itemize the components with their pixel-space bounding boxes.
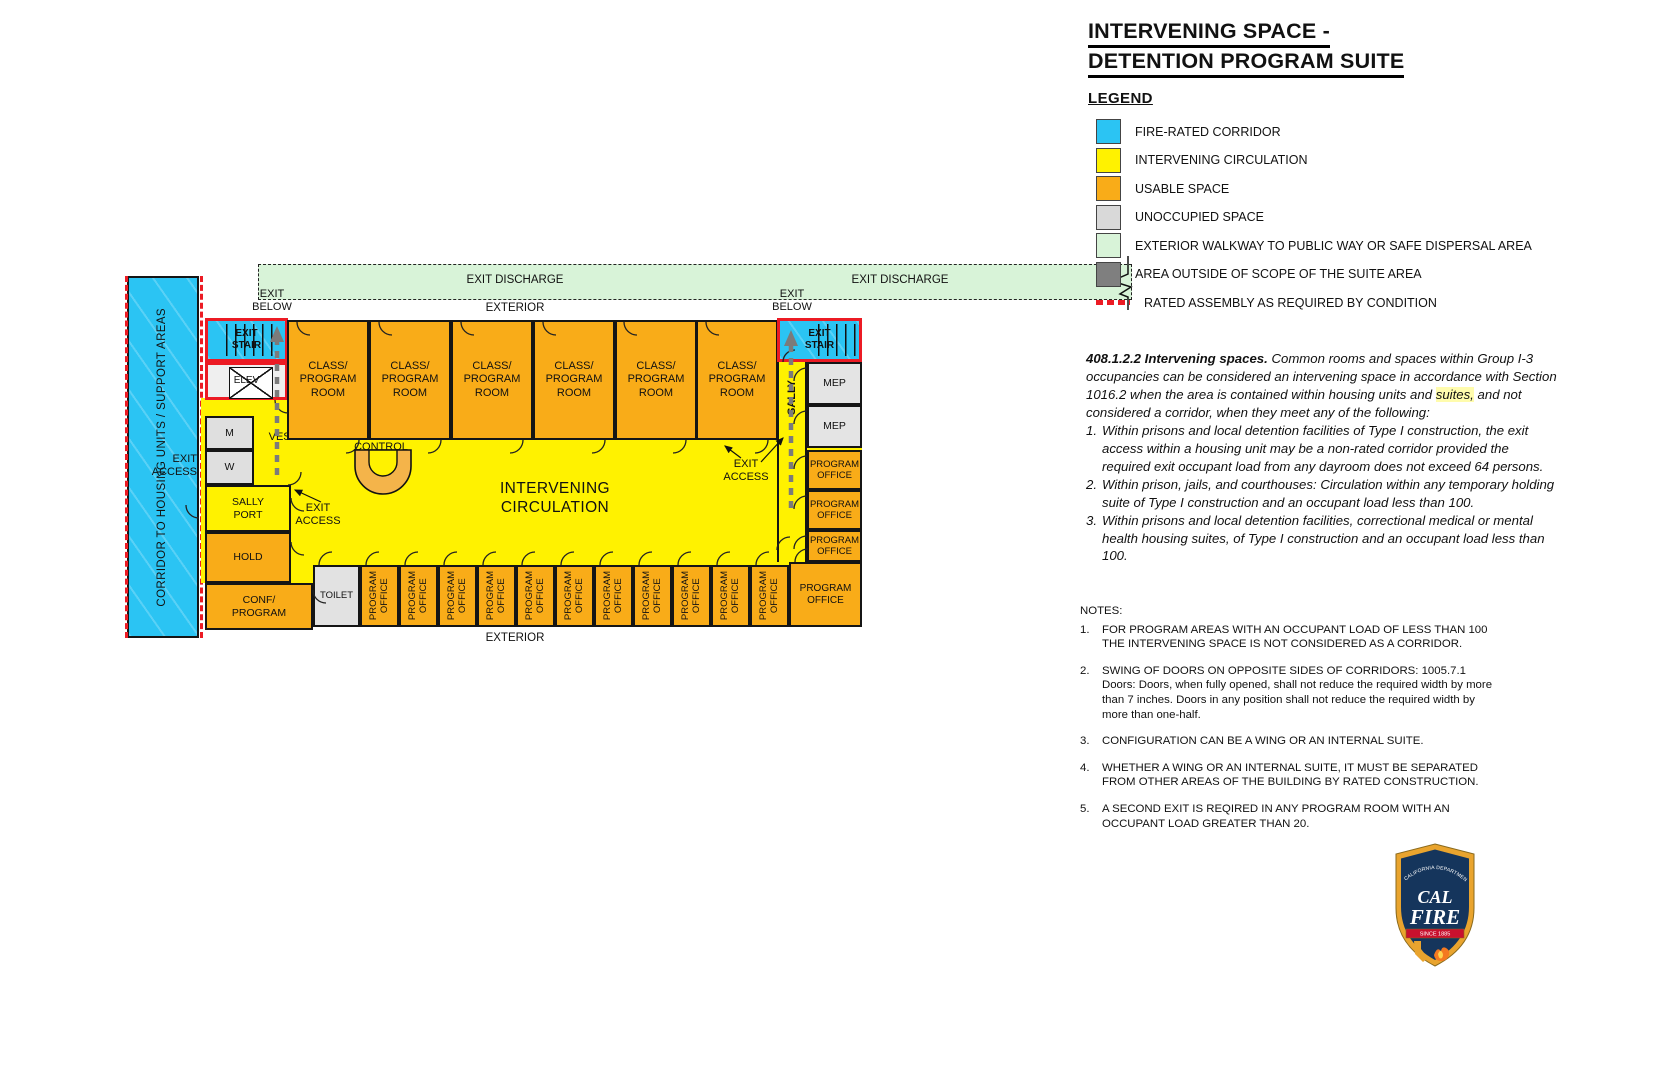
room-class-program-3: CLASS/ PROGRAM ROOM [451,320,533,440]
room-men: M [205,416,254,450]
room-class-program-5: CLASS/ PROGRAM ROOM [615,320,697,440]
stair-treads-right [818,324,860,356]
logo-since-text: SINCE 1885 [1420,932,1451,938]
swatch-walkway [1096,233,1121,258]
notes-section: NOTES: FOR PROGRAM AREAS WITH AN OCCUPAN… [1080,604,1500,843]
swatch-rated-assembly [1096,300,1130,305]
page-title: INTERVENING SPACE - DETENTION PROGRAM SU… [1088,18,1405,79]
title-line-1: INTERVENING SPACE - [1088,18,1330,49]
sally-label: SALLY [785,380,798,416]
corridor-sally: SALLY [777,362,807,562]
title-line-2: DETENTION PROGRAM SUITE [1088,48,1405,79]
note-2: SWING OF DOORS ON OPPOSITE SIDES OF CORR… [1080,664,1493,721]
room-program-office-5: PROGRAM OFFICE [516,565,555,627]
swatch-unoccupied [1096,204,1121,230]
room-hold: HOLD [205,532,291,583]
floor-plan: EXIT DISCHARGE EXIT DISCHARGE EXIT BELOW… [125,250,1145,650]
room-sally-port: SALLY PORT [205,485,291,532]
exit-access-left-label: EXIT ACCESS [151,453,197,479]
legend-item-fire-rated: FIRE-RATED CORRIDOR [1096,119,1532,144]
room-class-program-2: CLASS/ PROGRAM ROOM [369,320,451,440]
code-conditions-list: Within prisons and local detention facil… [1086,422,1560,566]
logo-ribbon [1405,928,1465,939]
room-program-office-7: PROGRAM OFFICE [594,565,633,627]
note-3: CONFIGURATION CAN BE A WING OR AN INTERN… [1080,734,1424,748]
code-condition-2: Within prison, jails, and courthouses: C… [1086,476,1555,510]
exit-below-left-label: EXIT BELOW [252,288,292,314]
exterior-bottom-label: EXTERIOR [485,632,545,644]
exit-discharge-band [258,264,1132,300]
intervening-circulation-label: INTERVENING CIRCULATION [499,480,611,516]
room-women: W [205,450,254,485]
room-program-office-wide: PROGRAM OFFICE [789,562,862,627]
logo-flame-highlight [1438,950,1443,959]
exit-discharge-label-1: EXIT DISCHARGE [466,274,564,286]
legend-item-rated-assembly: RATED ASSEMBLY AS REQUIRED BY CONDITION [1096,291,1532,314]
room-toilet: TOILET [313,565,360,627]
room-program-office-r2: PROGRAM OFFICE [807,490,862,530]
notes-heading: NOTES: [1080,605,1123,617]
notes-list: FOR PROGRAM AREAS WITH AN OCCUPANT LOAD … [1080,623,1500,832]
exit-below-right-label: EXIT BELOW [772,288,812,314]
room-program-office-9: PROGRAM OFFICE [672,565,711,627]
elevator-label: ELEV [233,375,260,386]
exit-access-center-label: EXIT ACCESS [295,502,341,528]
note-4: WHETHER A WING OR AN INTERNAL SUITE, IT … [1080,761,1479,789]
room-mep-1: MEP [807,362,862,405]
room-program-office-r1: PROGRAM OFFICE [807,450,862,490]
room-program-office-3: PROGRAM OFFICE [438,565,477,627]
room-program-office-11: PROGRAM OFFICE [750,565,789,627]
room-class-program-6: CLASS/ PROGRAM ROOM [696,320,778,440]
room-program-office-8: PROGRAM OFFICE [633,565,672,627]
room-program-office-2: PROGRAM OFFICE [399,565,438,627]
swatch-outside-scope [1096,261,1121,287]
room-mep-2: MEP [807,405,862,448]
code-condition-1: Within prisons and local detention facil… [1086,422,1544,474]
legend-item-outside-scope: AREA OUTSIDE OF SCOPE OF THE SUITE AREA [1096,261,1532,287]
room-program-office-r3: PROGRAM OFFICE [807,530,862,562]
swatch-fire-rated [1096,119,1121,144]
logo-cal-text: CAL [1417,887,1452,907]
calfire-logo: CALIFORNIA DEPARTMENT OF FORESTRY & FIRE… [1388,838,1480,970]
room-program-office-10: PROGRAM OFFICE [711,565,750,627]
legend-item-usable: USABLE SPACE [1096,176,1532,201]
code-excerpt: 408.1.2.2 Intervening spaces. Common roo… [1086,350,1560,565]
room-program-office-4: PROGRAM OFFICE [477,565,516,627]
room-class-program-4: CLASS/ PROGRAM ROOM [533,320,615,440]
code-condition-3: Within prisons and local detention facil… [1086,512,1545,564]
room-elevator: ELEV [205,362,288,400]
room-class-program-1: CLASS/ PROGRAM ROOM [287,320,369,440]
rated-assembly-line-left [125,276,128,638]
legend-heading: LEGEND [1088,90,1153,107]
exterior-top-label: EXTERIOR [485,302,545,314]
exit-access-right-label: EXIT ACCESS [723,458,769,484]
room-conf-program: CONF/ PROGRAM [205,583,313,630]
room-program-office-6: PROGRAM OFFICE [555,565,594,627]
legend-item-unoccupied: UNOCCUPIED SPACE [1096,204,1532,230]
control-label: CONTROL [354,441,408,453]
swatch-circulation [1096,147,1121,173]
note-5: A SECOND EXIT IS REQIRED IN ANY PROGRAM … [1080,802,1450,830]
legend: FIRE-RATED CORRIDOR INTERVENING CIRCULAT… [1096,119,1532,314]
swatch-usable [1096,176,1121,201]
room-exit-stair-right: EXIT STAIR [777,318,862,362]
room-program-office-1: PROGRAM OFFICE [360,565,399,627]
room-exit-stair-left: EXIT STAIR [205,318,288,362]
highlighted-word: suites, [1435,386,1474,402]
exit-discharge-label-2: EXIT DISCHARGE [851,274,949,286]
code-section-ref: 408.1.2.2 Intervening spaces. [1086,351,1268,366]
logo-fire-text: FIRE [1409,905,1460,929]
legend-item-walkway: EXTERIOR WALKWAY TO PUBLIC WAY OR SAFE D… [1096,233,1532,258]
legend-item-circulation: INTERVENING CIRCULATION [1096,147,1532,173]
logo-california-shape [1414,941,1428,962]
note-1: FOR PROGRAM AREAS WITH AN OCCUPANT LOAD … [1080,623,1488,651]
